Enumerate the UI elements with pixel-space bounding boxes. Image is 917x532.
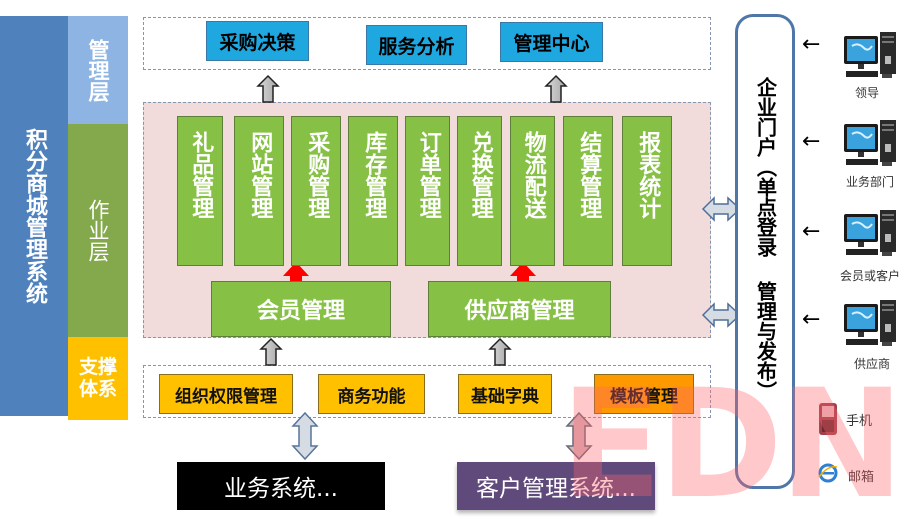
system-title: 积分商城管理系统 [22, 128, 47, 304]
client-member-label: 会员或客户 [840, 269, 901, 283]
up-arrow-icon [256, 74, 280, 103]
module-report-statistics: 报表统计 [622, 116, 672, 266]
ie-browser-icon [818, 463, 838, 487]
channel-email-label: 邮箱 [848, 470, 875, 485]
module-exchange-management: 兑换管理 [457, 116, 502, 266]
client-supplier-label: 供应商 [854, 357, 891, 371]
module-label: 订单管理 [415, 131, 441, 219]
portal-label: 企业门户（单点登录 管理与发布） [753, 77, 778, 401]
up-arrow-icon [488, 337, 512, 366]
client-arrow: ← [802, 131, 820, 153]
layer-operation: 作业层 [68, 124, 128, 337]
double-arrow-icon [565, 411, 593, 461]
client-arrow: ← [802, 221, 820, 243]
client-leader [831, 30, 911, 82]
enterprise-portal: 企业门户（单点登录 管理与发布） [735, 14, 795, 489]
module-gift-management: 礼品管理 [177, 116, 223, 266]
module-label: 网站管理 [247, 131, 273, 219]
channel-mobile-label: 手机 [846, 414, 873, 429]
computer-icon [844, 120, 896, 166]
client-leader-label: 领导 [855, 86, 880, 100]
module-order-management: 订单管理 [405, 116, 450, 266]
system-title-bar: 积分商城管理系统 [0, 16, 68, 416]
module-label: 库存管理 [361, 131, 387, 219]
mgmt-box-management-center: 管理中心 [500, 22, 603, 62]
module-label: 结算管理 [576, 131, 602, 219]
layer-support: 支撑 体系 [68, 337, 128, 420]
layer-operation-label: 作业层 [86, 199, 111, 262]
module-purchase-management: 采购管理 [291, 116, 341, 266]
mgmt-box-service-analysis: 服务分析 [366, 25, 467, 65]
computer-icon [844, 300, 896, 346]
support-org-permission: 组织权限管理 [159, 374, 293, 414]
layer-management-label: 管理层 [86, 38, 111, 102]
module-label: 礼品管理 [188, 131, 214, 219]
external-business-system: 业务系统... [177, 462, 385, 510]
double-arrow-icon [291, 411, 319, 461]
arrow-left-icon: ← [802, 32, 821, 57]
computer-icon [844, 32, 896, 78]
up-arrow-icon [544, 74, 568, 103]
support-basic-dictionary: 基础字典 [458, 374, 552, 414]
module-supplier-management: 供应商管理 [428, 281, 611, 337]
computer-icon [844, 210, 896, 256]
mgmt-box-purchase-decision: 采购决策 [206, 21, 309, 61]
module-member-management: 会员管理 [211, 281, 391, 337]
arrow-left-icon: ← [802, 307, 821, 332]
layer-support-label-1: 支撑 [78, 355, 117, 378]
up-arrow-icon [259, 337, 283, 366]
client-supplier [831, 298, 911, 350]
module-label: 报表统计 [635, 131, 661, 219]
module-label: 物流配送 [520, 131, 546, 219]
client-arrow: ← [802, 34, 820, 56]
client-member [831, 208, 911, 260]
module-label: 兑换管理 [467, 131, 493, 219]
arrow-left-icon: ← [802, 129, 821, 154]
client-arrow: ← [802, 309, 820, 331]
arrow-left-icon: ← [802, 219, 821, 244]
layer-support-label-2: 体系 [78, 377, 117, 400]
support-template-management: 模板管理 [594, 374, 694, 414]
module-label: 采购管理 [304, 131, 330, 219]
module-inventory-management: 库存管理 [348, 116, 398, 266]
client-business-dept [831, 118, 911, 170]
module-logistics-delivery: 物流配送 [510, 116, 555, 266]
module-website-management: 网站管理 [234, 116, 284, 266]
module-settlement-management: 结算管理 [563, 116, 613, 266]
external-crm-system: 客户管理系统... [457, 462, 655, 510]
layer-management: 管理层 [68, 16, 128, 124]
support-business-function: 商务功能 [318, 374, 425, 414]
client-business-dept-label: 业务部门 [846, 175, 895, 189]
mobile-phone-icon [818, 402, 838, 440]
